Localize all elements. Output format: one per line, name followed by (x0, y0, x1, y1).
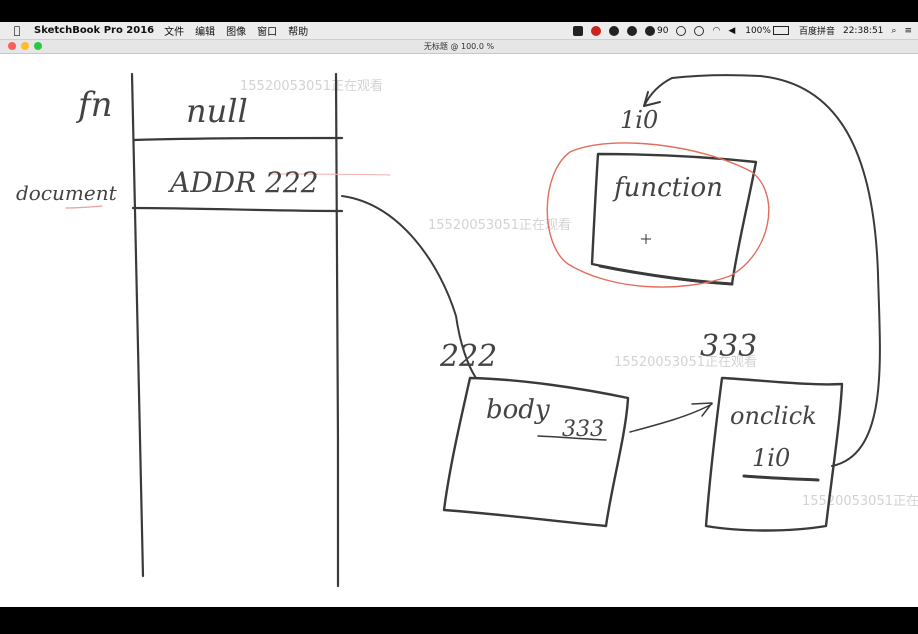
stack-right-line (334, 72, 340, 588)
screen-record-icon[interactable] (573, 25, 583, 36)
apple-menu-icon[interactable]:  (6, 24, 28, 37)
menu-help[interactable]: 帮助 (288, 27, 309, 38)
cursor-crosshair-icon (641, 234, 651, 244)
heap-address-1i0: 1i0 (620, 106, 658, 134)
search-icon[interactable]: ⌕ (891, 25, 897, 36)
stack-row-line (131, 206, 344, 213)
label-function: function (612, 173, 723, 203)
arrow-head (691, 402, 713, 417)
qq-icon[interactable]: 90 (645, 25, 669, 36)
menu-edit[interactable]: 编辑 (195, 27, 216, 38)
wechat-icon[interactable] (627, 25, 637, 36)
temperature-text: 90 (657, 25, 669, 36)
label-document: document (16, 181, 118, 205)
battery-status[interactable]: 100% (743, 26, 789, 36)
close-window-button[interactable] (8, 42, 16, 50)
arrow-head (643, 91, 661, 107)
document-underline (65, 205, 103, 209)
highlight-circle (546, 142, 770, 288)
window-titlebar: 无标题 @ 100.0 % (0, 40, 918, 54)
onclick-ref-1i0: 1i0 (752, 444, 790, 472)
heap-box-body (442, 376, 630, 528)
menu-image[interactable]: 图像 (226, 27, 247, 38)
app-menu[interactable]: SketchBook Pro 2016 (34, 25, 155, 36)
label-body: body (486, 395, 550, 425)
sketch-drawing: fn document null ADDR 222 222 body 333 3… (16, 72, 881, 588)
cloud-icon[interactable] (609, 25, 619, 36)
maximize-window-button[interactable] (34, 42, 42, 50)
value-null: null (186, 92, 248, 130)
notification-list-icon[interactable]: ≡ (904, 25, 912, 36)
heap-address-222: 222 (439, 339, 497, 374)
body-ref-333: 333 (562, 417, 604, 442)
addr-underline (269, 173, 391, 176)
menu-window[interactable]: 窗口 (257, 27, 278, 38)
pointer-arrow (341, 195, 477, 379)
watermark-text: 15520053051正在观看 (240, 79, 383, 94)
menu-bar:  SketchBook Pro 2016 文件 编辑 图像 窗口 帮助 90 … (0, 22, 918, 40)
record-dot-icon[interactable] (591, 25, 601, 36)
stack-row-line (132, 136, 344, 142)
label-onclick: onclick (730, 402, 817, 430)
minus-circle-icon[interactable] (676, 25, 687, 36)
menu-file[interactable]: 文件 (164, 27, 185, 38)
stack-left-line (130, 72, 145, 578)
watermark-text: 15520053051正在观看 (428, 218, 571, 233)
body-underline (537, 435, 607, 441)
heap-box-onclick (704, 376, 844, 532)
window-title: 无标题 @ 100.0 % (423, 42, 495, 51)
drawing-canvas[interactable]: 15520053051正在观看 15520053051正在观看 15520053… (0, 54, 918, 607)
clock-icon[interactable] (694, 25, 705, 36)
onclick-underline (742, 474, 820, 482)
watermark-text: 15520053051正在观看 (802, 494, 918, 509)
minimize-window-button[interactable] (21, 42, 29, 50)
value-addr: ADDR 222 (167, 166, 319, 199)
input-method[interactable]: 百度拼音 (798, 27, 835, 37)
volume-icon[interactable]: ◀ (728, 25, 736, 36)
label-fn: fn (75, 85, 112, 125)
watermark-text: 15520053051正在观看 (614, 355, 757, 370)
function-bottom (598, 264, 734, 286)
pointer-arrow (629, 403, 713, 433)
heap-address-333: 333 (700, 329, 757, 364)
clock-text[interactable]: 22:38:51 (842, 25, 884, 36)
wifi-icon[interactable]: ◠ (712, 25, 721, 36)
pointer-arrow (643, 74, 881, 467)
